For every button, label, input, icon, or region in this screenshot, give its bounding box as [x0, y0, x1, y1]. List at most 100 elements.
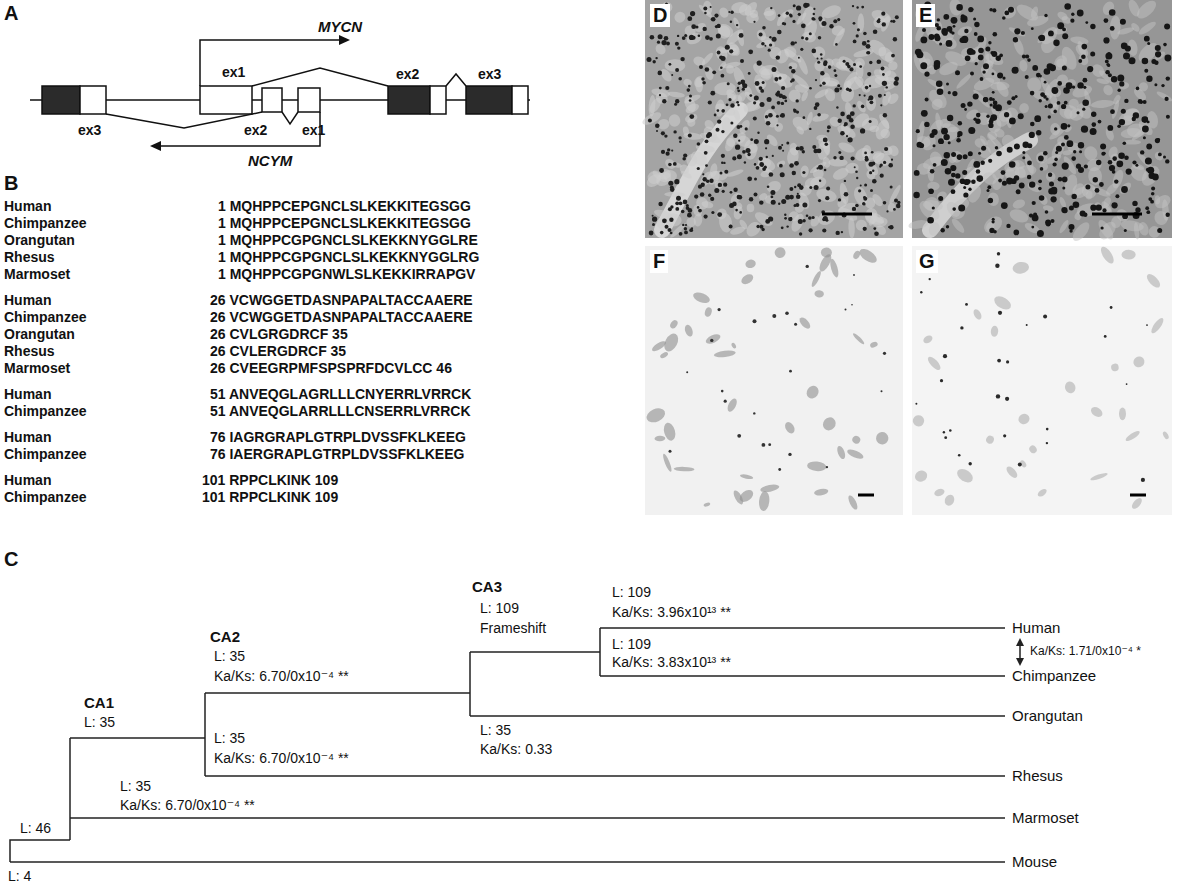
nucleus — [1103, 37, 1109, 43]
nucleus — [802, 203, 807, 208]
nucleus — [780, 172, 785, 177]
nucleus — [851, 304, 853, 306]
nucleus — [968, 188, 971, 191]
nucleus — [945, 168, 952, 175]
nucleus — [917, 142, 923, 148]
nucleus — [717, 51, 721, 55]
cell-body — [1146, 224, 1162, 240]
nucleus — [762, 443, 766, 447]
nucleus — [871, 151, 874, 154]
nucleus — [884, 147, 888, 151]
nucleus — [798, 57, 800, 59]
nucleus — [652, 223, 655, 226]
cell-body — [683, 324, 694, 338]
sequence-text: 26 CVLGRGDRCF 35 — [210, 326, 348, 342]
nucleus — [1083, 78, 1088, 83]
cell-body — [767, 45, 784, 62]
cell-body — [1124, 429, 1141, 443]
nucleus — [799, 185, 804, 190]
nucleus — [658, 34, 663, 39]
cell-body — [732, 201, 743, 210]
nucleus — [884, 94, 886, 96]
nucleus — [1046, 428, 1049, 431]
cell-body — [651, 339, 668, 353]
nucleus — [1044, 81, 1047, 84]
nucleus — [817, 61, 820, 64]
nucleus — [1161, 84, 1164, 87]
nucleus — [930, 169, 935, 174]
nucleus — [991, 114, 998, 121]
nucleus — [788, 217, 792, 221]
nucleus — [1157, 228, 1162, 233]
nucleus — [894, 81, 899, 86]
nucleus — [855, 204, 859, 208]
nucleus — [824, 169, 827, 172]
nucleus — [890, 186, 893, 189]
nucleus — [879, 166, 881, 168]
nucleus — [1095, 188, 1100, 193]
nucleus — [703, 27, 707, 31]
nucleus — [1064, 3, 1071, 10]
nucleus — [929, 278, 931, 280]
nucleus — [1062, 163, 1069, 170]
nucleus — [720, 171, 723, 174]
cell-body — [877, 64, 893, 79]
nucleus — [666, 152, 670, 156]
cell-body — [1058, 219, 1070, 235]
nucleus — [777, 101, 781, 105]
nucleus — [691, 227, 693, 229]
nucleus — [1166, 213, 1170, 217]
nucleus — [934, 60, 940, 66]
nucleus — [717, 24, 721, 28]
nucleus — [1096, 204, 1102, 210]
branch-label: Ka/Ks: 6.70/0x10⁻⁴ ** — [214, 668, 349, 684]
nucleus — [722, 109, 725, 112]
tree-branch — [10, 840, 70, 862]
nucleus — [997, 252, 1000, 255]
gene-name: MYCN — [318, 18, 362, 35]
cell-body — [941, 122, 959, 134]
nucleus — [844, 122, 848, 126]
nucleus — [690, 11, 695, 16]
nucleus — [1082, 45, 1086, 49]
nucleus — [669, 218, 673, 222]
nucleus — [1155, 51, 1161, 57]
cell-body — [1049, 101, 1061, 115]
cell-body — [1001, 4, 1018, 20]
vessel — [662, 110, 740, 230]
transcript-arrow — [158, 112, 320, 146]
nucleus — [1005, 397, 1009, 401]
cell-body — [836, 445, 847, 460]
nucleus — [730, 103, 734, 107]
nucleus — [1062, 177, 1068, 183]
cell-body — [1079, 181, 1100, 202]
exon-utr — [512, 86, 528, 114]
nucleus — [889, 225, 894, 230]
taxon-name: Human — [1012, 619, 1060, 636]
branch-label: Frameshift — [480, 620, 546, 636]
nucleus — [937, 18, 940, 21]
nucleus — [973, 161, 980, 168]
cell-body — [990, 81, 1010, 90]
cell-body — [1153, 150, 1165, 162]
nucleus — [697, 206, 700, 209]
splice-line — [106, 112, 262, 128]
nucleus — [1107, 125, 1113, 131]
nucleus — [806, 265, 809, 268]
nucleus — [992, 8, 996, 12]
nucleus — [941, 228, 945, 232]
nucleus — [846, 135, 848, 137]
scale-bar — [858, 494, 874, 497]
node-label: CA3 — [472, 578, 502, 595]
nucleus — [730, 11, 733, 14]
nucleus — [759, 86, 763, 90]
micrograph — [641, 0, 903, 239]
species-name: Human — [4, 386, 51, 402]
nucleus — [1051, 196, 1057, 202]
nucleus — [1001, 170, 1006, 175]
nucleus — [999, 53, 1003, 57]
nucleus — [838, 198, 841, 201]
species-name: Chimpanzee — [4, 309, 86, 325]
nucleus — [750, 138, 753, 141]
nucleus — [1119, 81, 1124, 86]
